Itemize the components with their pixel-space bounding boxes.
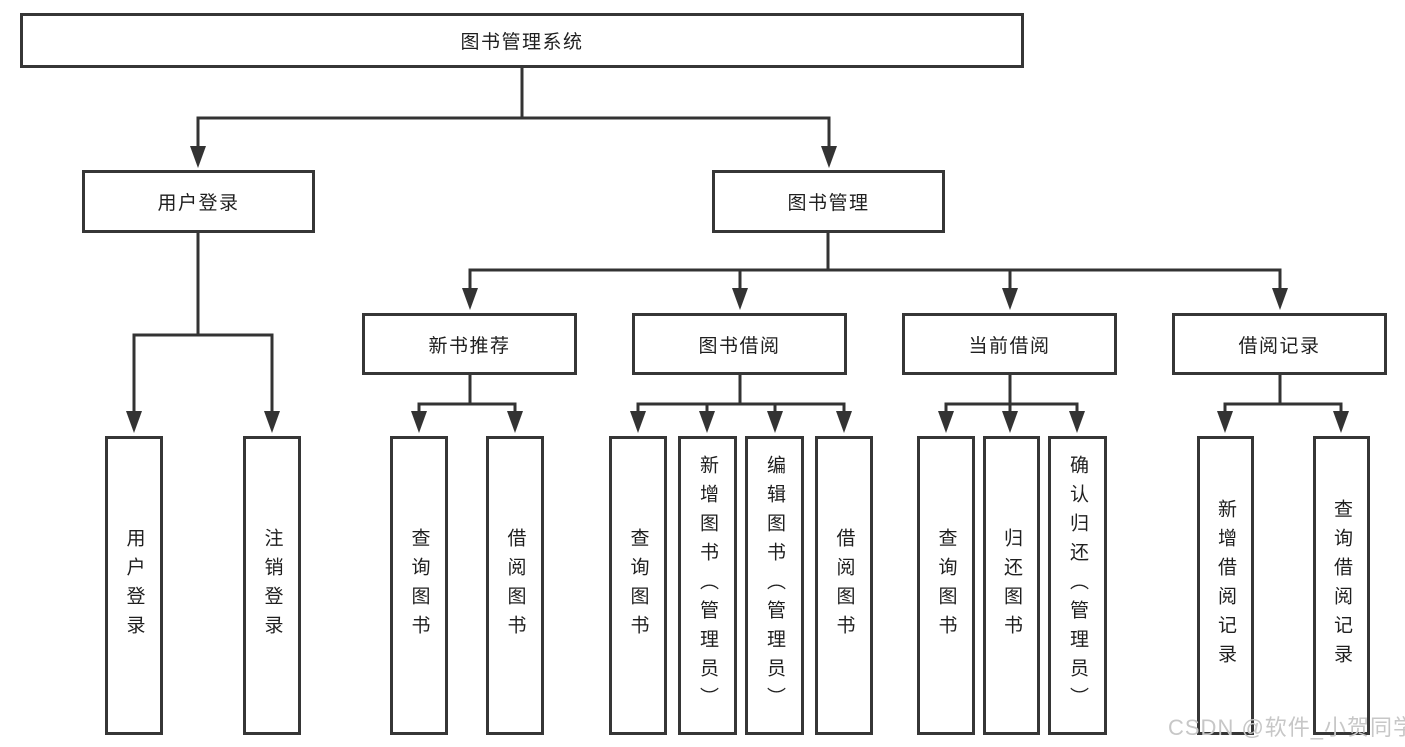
leaf-label: 归还图书 bbox=[1001, 527, 1022, 644]
leaf-query-borrow-record: 查询借阅记录 bbox=[1313, 436, 1370, 735]
leaf-label: 借阅图书 bbox=[833, 527, 855, 644]
leaf-query-books-recommend: 查询图书 bbox=[390, 436, 448, 735]
leaf-label: 注销登录 bbox=[261, 527, 283, 644]
node-label: 图书管理系统 bbox=[460, 32, 584, 53]
node-book-management: 图书管理 bbox=[712, 170, 945, 233]
leaf-user-login: 用户登录 bbox=[105, 436, 163, 735]
leaf-label: 用户登录 bbox=[123, 527, 145, 644]
node-label: 借阅记录 bbox=[1238, 335, 1321, 357]
leaf-label: 查询图书 bbox=[935, 527, 957, 644]
node-label: 当前借阅 bbox=[968, 335, 1051, 357]
node-book-borrow: 图书借阅 bbox=[632, 313, 847, 375]
leaf-logout: 注销登录 bbox=[243, 436, 301, 735]
leaf-label: 查询图书 bbox=[627, 527, 649, 644]
leaf-confirm-return-admin: 确认归还（管理员） bbox=[1048, 436, 1107, 735]
leaf-query-books-current: 查询图书 bbox=[917, 436, 975, 735]
leaf-query-books-borrow: 查询图书 bbox=[609, 436, 667, 735]
leaf-label: 查询图书 bbox=[408, 527, 430, 644]
leaf-label: 新增图书（管理员） bbox=[697, 455, 718, 716]
arrowheads bbox=[126, 146, 1349, 433]
node-current-borrow: 当前借阅 bbox=[902, 313, 1117, 375]
leaf-add-borrow-record: 新增借阅记录 bbox=[1197, 436, 1254, 735]
node-new-book-recommend: 新书推荐 bbox=[362, 313, 577, 375]
node-label: 用户登录 bbox=[157, 193, 240, 214]
leaf-label: 查询借阅记录 bbox=[1331, 498, 1352, 673]
leaf-borrow-books: 借阅图书 bbox=[815, 436, 873, 735]
leaf-edit-book-admin: 编辑图书（管理员） bbox=[745, 436, 804, 735]
node-borrow-records: 借阅记录 bbox=[1172, 313, 1387, 375]
watermark-text: CSDN @软件_小贺同学 bbox=[1168, 715, 1405, 740]
leaf-label: 新增借阅记录 bbox=[1215, 498, 1236, 673]
leaf-label: 确认归还（管理员） bbox=[1067, 455, 1088, 716]
leaf-label: 借阅图书 bbox=[504, 527, 526, 644]
node-label: 图书管理 bbox=[787, 193, 870, 214]
leaf-return-book: 归还图书 bbox=[983, 436, 1040, 735]
node-label: 图书借阅 bbox=[698, 335, 781, 357]
leaf-label: 编辑图书（管理员） bbox=[764, 455, 785, 716]
leaf-add-book-admin: 新增图书（管理员） bbox=[678, 436, 737, 735]
node-user-login: 用户登录 bbox=[82, 170, 315, 233]
leaf-borrow-books-recommend: 借阅图书 bbox=[486, 436, 544, 735]
node-label: 新书推荐 bbox=[428, 335, 511, 357]
node-library-management-system: 图书管理系统 bbox=[20, 13, 1024, 68]
